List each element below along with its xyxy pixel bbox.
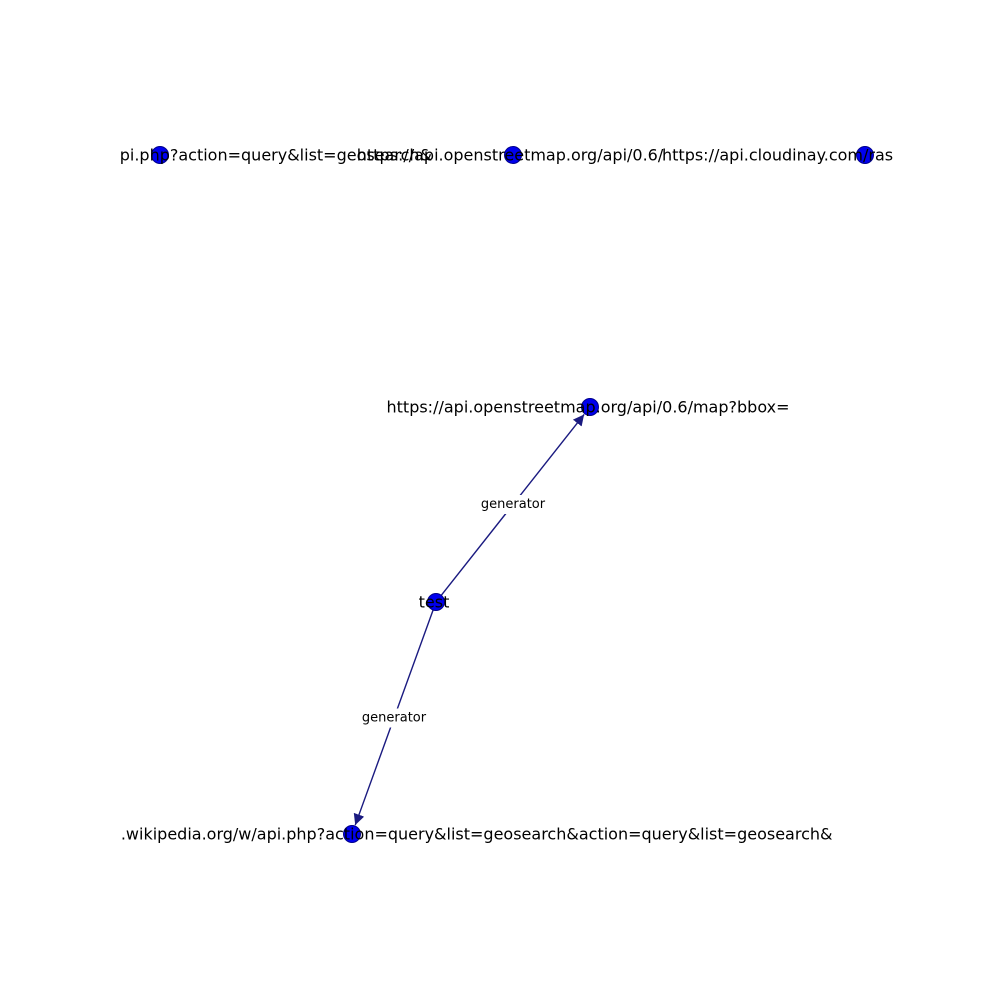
node-label: https://api.openstreetmap.org/api/0.6/ma…: [387, 398, 790, 417]
edge-label-background: [358, 708, 430, 728]
graph-node-n4: https://api.openstreetmap.org/api/0.6/ma…: [387, 398, 790, 417]
node-marker: [427, 593, 445, 611]
node-marker: [856, 146, 874, 164]
graph-node-n6: https://en.wikipedia.org/w/api.php?actio…: [44, 825, 833, 844]
edge-label-text: generator: [481, 497, 546, 512]
node-marker: [504, 146, 522, 164]
node-marker: [581, 398, 599, 416]
node-label: https://api.openstreetmap.org/api/0.6/: [357, 146, 664, 165]
graph-node-n3: https://api.cloudinay.com/ras: [662, 146, 893, 165]
graph-node-n2: https://api.openstreetmap.org/api/0.6/: [357, 146, 664, 165]
edge-label-text: generator: [362, 711, 427, 726]
node-marker: [343, 825, 361, 843]
edge-label-e1: generator: [477, 495, 549, 514]
node-label: https://en.wikipedia.org/w/api.php?actio…: [0, 146, 432, 165]
nodes-layer: https://en.wikipedia.org/w/api.php?actio…: [0, 146, 893, 844]
node-label: https://api.cloudinay.com/ras: [662, 146, 893, 165]
node-label: https://en.wikipedia.org/w/api.php?actio…: [44, 825, 833, 844]
edge-labels-layer: generator generator: [358, 495, 549, 728]
edge-label-e2: generator: [358, 708, 430, 728]
graph-node-n5: test: [419, 593, 450, 612]
node-marker: [151, 146, 169, 164]
node-label: test: [419, 593, 450, 612]
edge-label-background: [477, 495, 549, 514]
edges-layer: [353, 414, 585, 826]
graph-node-n1: https://en.wikipedia.org/w/api.php?actio…: [0, 146, 432, 165]
